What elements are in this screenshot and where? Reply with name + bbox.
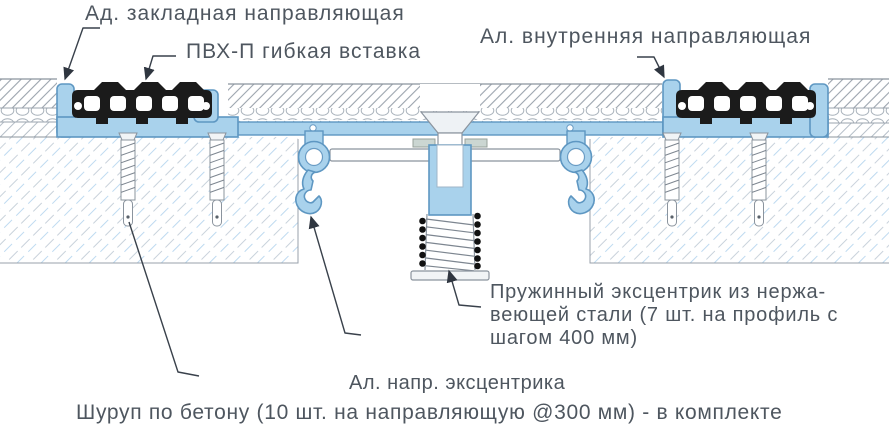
label-spring-eccentric-line1: Пружинный эксцентрик из нержа- <box>490 281 826 303</box>
concrete-slab-left <box>0 137 299 264</box>
embedded-guide-right <box>662 79 829 138</box>
floor-layers-left <box>0 78 57 138</box>
label-concrete-screw: Шуруп по бетону (10 шт. на направляющую … <box>76 401 783 424</box>
leader-eccentric-guide <box>308 215 362 336</box>
central-fastener <box>412 84 488 216</box>
label-spring-eccentric-line2: веющей стали (7 шт. на профиль с <box>490 304 839 326</box>
leader-inner-guide <box>637 56 665 79</box>
leader-lines <box>63 27 665 377</box>
leader-pvc-insert <box>143 55 176 81</box>
spring-eccentric <box>410 212 490 281</box>
label-spring-eccentric: Пружинный эксцентрик из нержа- веющей ст… <box>490 281 885 350</box>
eccentric-guide-right <box>559 130 595 215</box>
label-spring-eccentric-line3: шагом 400 мм) <box>490 327 638 349</box>
label-embedded-guide: Ад. закладная направляющая <box>85 2 405 25</box>
pvc-insert-right <box>676 82 816 124</box>
eccentric-rod <box>329 148 561 162</box>
leader-concrete-screw <box>128 221 200 377</box>
pvc-insert-left <box>72 82 212 124</box>
label-inner-guide: Ал. внутренняя направляющая <box>480 25 812 48</box>
concrete-slab-right <box>589 137 889 264</box>
label-pvc-insert: ПВХ-П гибкая вставка <box>186 40 422 63</box>
embedded-guide-left <box>56 82 239 138</box>
leader-embedded-guide <box>63 27 100 81</box>
eccentric-guide-left <box>295 130 331 215</box>
label-eccentric-guide: Ал. напр. эксцентрика <box>349 372 566 394</box>
leader-spring-eccentric <box>446 269 482 308</box>
floor-layers-right <box>828 78 889 138</box>
